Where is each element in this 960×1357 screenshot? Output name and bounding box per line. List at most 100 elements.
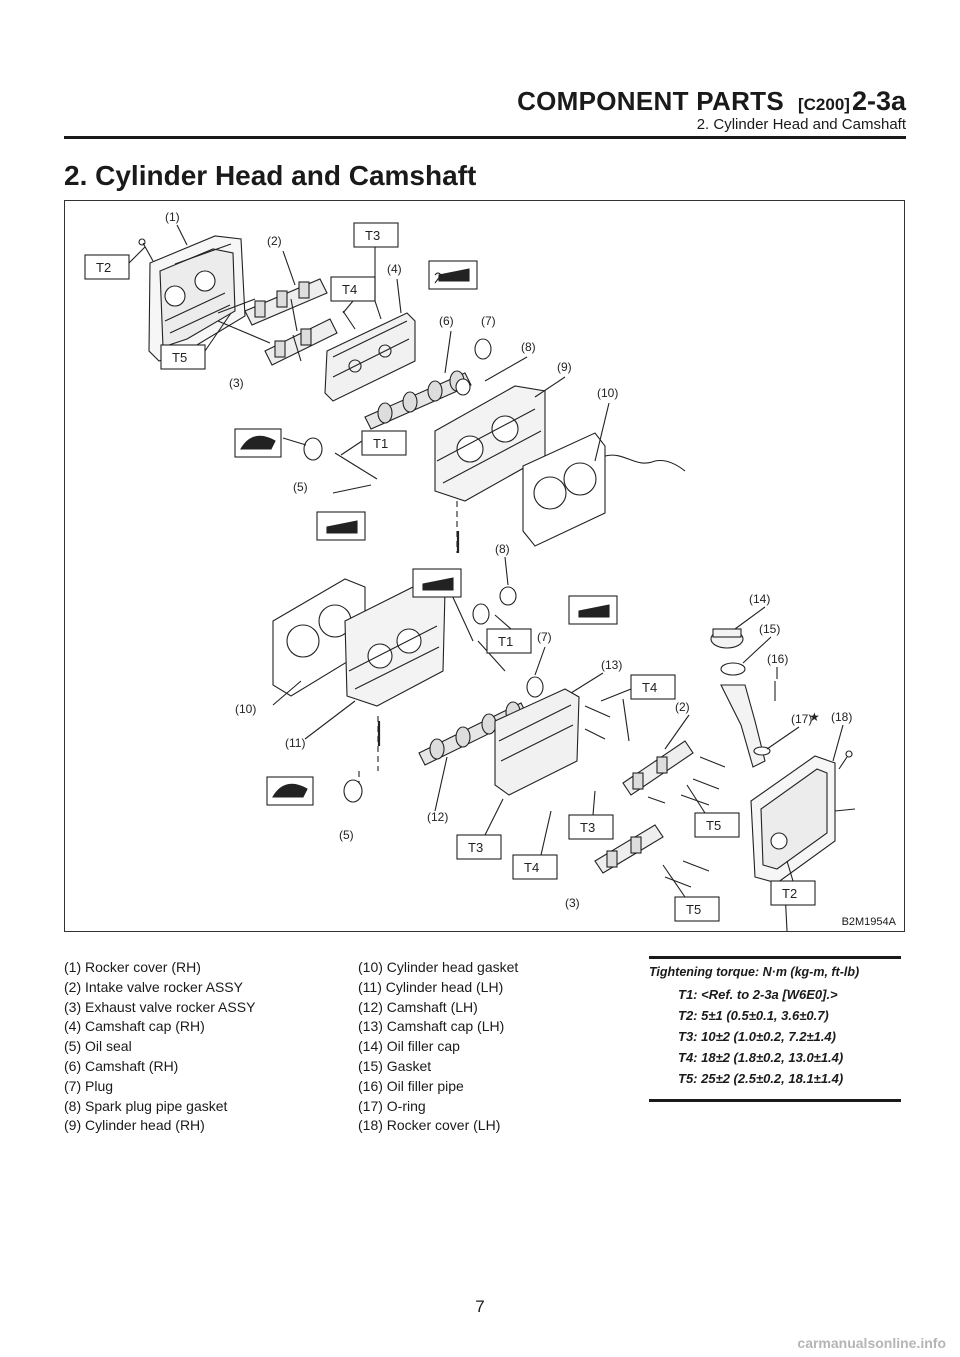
tag-t3-top: T3 [365,228,380,243]
callout-2-lh: (2) [675,700,690,714]
watermark: carmanualsonline.info [797,1335,946,1351]
tag-t2-top: T2 [96,260,111,275]
tag-t4-lh-b: T4 [524,860,539,875]
callout-5: (5) [293,480,308,494]
legend-item: (6) Camshaft (RH) [64,1057,179,1074]
callout-leader [176,224,844,812]
plug-rh [474,338,492,360]
sealant-icon [412,568,462,598]
header-section: 2-3a [851,86,906,116]
header-main: COMPONENT PARTS [C200]2-3a [517,86,906,117]
page-number: 7 [475,1297,485,1316]
torque-spec-box: Tightening torque: N·m (kg-m, ft-lb) T1:… [649,956,901,1102]
callout-11: (11) [285,736,305,750]
legend-item: (5) Oil seal [64,1038,132,1055]
oil-seal-rh [303,437,323,461]
callout-7-lh: (7) [537,630,552,644]
star-mark: ★ [809,710,820,724]
rocker-cover-rh [148,235,246,362]
tag-t5-lh-a: T5 [706,818,721,833]
page-title: 2. Cylinder Head and Camshaft [64,160,477,191]
camshaft-rh [364,370,472,430]
exhaust-rocker-rh [264,318,338,366]
exploded-view-drawing: (1) (2) (3) (4) (5) (6) (7) (8) (9) (10)… [84,210,856,931]
tag-leader [128,246,794,898]
legend-item: (11) Cylinder head (LH) [358,978,504,995]
plug-lh [472,603,490,625]
torque-tag [84,222,816,922]
legend-item: (15) Gasket [358,1057,432,1074]
camshaft-cap-lh [494,688,580,796]
cylinder-head-lh [344,585,446,707]
callout-9: (9) [557,360,572,374]
torque-title: Tightening torque: N·m (kg-m, ft-lb) [649,965,860,979]
spark-plug-gasket-rh [455,378,471,396]
legend-column-2: (10) Cylinder head gasket (11) Cylinder … [358,958,518,1136]
plug-lh-2 [526,676,544,698]
callout-15: (15) [759,622,780,636]
legend-item: (7) Plug [64,1077,114,1094]
legend-item: (17) O-ring [358,1097,426,1114]
cylinder-head-rh [434,385,546,502]
legend-item: (10) Cylinder head gasket [358,959,519,975]
rocker-bolt [647,756,726,888]
sealant-icon [428,260,478,290]
oil-seal-lh [343,779,363,803]
page-header: COMPONENT PARTS[C200]2-3a 2. Cylinder He… [64,86,906,139]
legend-item: (3) Exhaust valve rocker ASSY [64,998,256,1015]
tag-t1-lh: T1 [498,634,513,649]
rocker-cover-lh [750,755,836,884]
tag-t5-top: T5 [172,350,187,365]
tag-t4-lh: T4 [642,680,657,695]
callout-10: (10) [597,386,618,400]
legend-item: (1) Rocker cover (RH) [64,959,201,975]
header-component: COMPONENT PARTS [517,86,784,116]
torque-line: T3: 10±2 (1.0±0.2, 7.2±1.4) [678,1029,836,1044]
callout-3: (3) [229,376,244,390]
callout-12: (12) [427,810,448,824]
callout-4: (4) [387,262,402,276]
oil-filler-cap [710,628,744,649]
callout-16: (16) [767,652,788,666]
sealant-icon [316,511,366,541]
figure-code: B2M1954A [841,916,896,928]
exhaust-rocker-lh [594,824,664,874]
head-bolt-lh [450,592,474,642]
callout-10-lh: (10) [235,702,256,716]
head-bolt-rh [334,452,378,480]
head-gasket-rh [522,432,606,547]
rocker-bolt [290,298,302,362]
legend-item: (4) Camshaft cap (RH) [64,1018,205,1035]
callout-8-lh: (8) [495,542,510,556]
legend-item: (14) Oil filler cap [358,1038,460,1055]
intake-rocker-lh [622,740,694,796]
legend-item: (13) Camshaft cap (LH) [358,1018,505,1035]
o-ring [753,746,771,756]
callout-7: (7) [481,314,496,328]
callout-5-lh: (5) [339,828,354,842]
callout-8: (8) [521,340,536,354]
header-code: [C200] [797,95,850,114]
callout-3-lh: (3) [565,896,580,910]
legend-item: (9) Cylinder head (RH) [64,1117,205,1134]
torque-line: T5: 25±2 (2.5±0.2, 18.1±1.4) [678,1071,844,1086]
legend-item: (12) Camshaft (LH) [358,998,478,1015]
callout-18: (18) [831,710,852,724]
legend-item: (2) Intake valve rocker ASSY [64,978,243,995]
tag-t3-lh-b: T3 [468,840,483,855]
torque-line: T1: <Ref. to 2-3a [W6E0].> [678,987,838,1002]
camshaft-cap-rh [324,312,416,402]
callout-14: (14) [749,592,770,606]
cover-bolt [138,238,154,262]
callout-6: (6) [439,314,454,328]
legend-item: (16) Oil filler pipe [358,1077,464,1094]
legend-column-1: (1) Rocker cover (RH) (2) Intake valve r… [64,958,255,1136]
tag-t5-lh-b: T5 [686,902,701,917]
legend-item: (8) Spark plug pipe gasket [64,1097,228,1114]
liquid-gasket-icon [266,776,314,806]
tag-t4-top: T4 [342,282,357,297]
oil-filler-pipe [720,684,766,768]
callout-1: (1) [165,210,180,224]
liquid-gasket-icon [234,428,282,458]
torque-line: T4: 18±2 (1.8±0.2, 13.0±1.4) [678,1050,844,1065]
